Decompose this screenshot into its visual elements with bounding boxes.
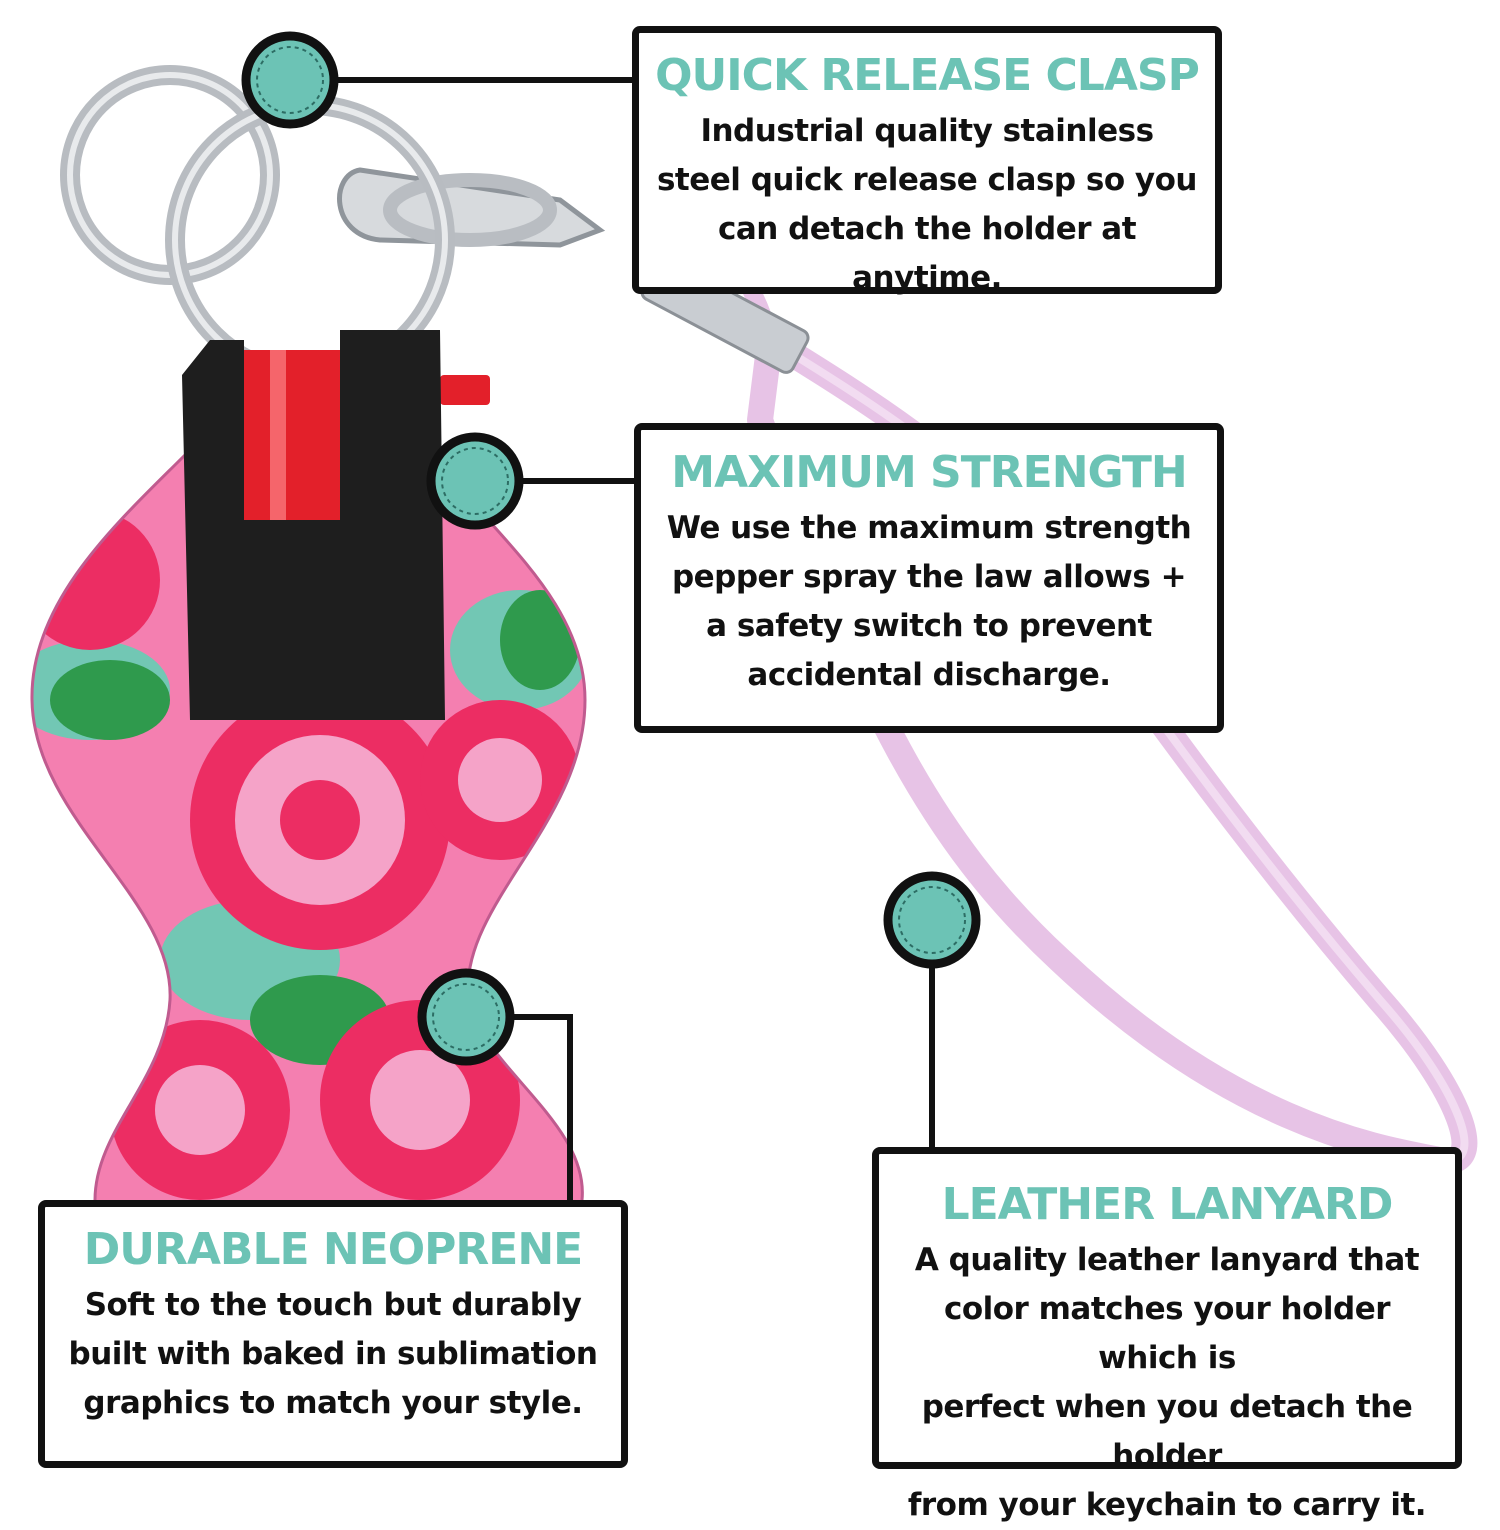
marker-dot-icon: [417, 968, 515, 1066]
callout-text-line: accidental discharge.: [747, 657, 1111, 693]
connector-lines: [336, 77, 935, 1203]
callout-durable-neoprene: DURABLE NEOPRENE Soft to the touch but d…: [38, 1200, 628, 1468]
clasp-icon: [337, 167, 606, 248]
callout-quick-release-clasp: QUICK RELEASE CLASP Industrial quality s…: [632, 26, 1222, 296]
callout-maximum-strength: MAXIMUM STRENGTH We use the maximum stre…: [634, 423, 1224, 733]
callout-text-line: from your keychain to carry it.: [907, 1487, 1427, 1523]
callout-text-line: perfect when you detach the holder: [921, 1389, 1413, 1474]
callout-text-line: color matches your holder which is: [943, 1291, 1391, 1376]
callout-text-line: Soft to the touch but durably: [84, 1287, 582, 1323]
callout-text-line: We use the maximum strength: [666, 510, 1192, 546]
marker-dot-icon: [241, 31, 339, 129]
marker-dot-icon: [426, 432, 524, 530]
callout-text-line: steel quick release clasp so you: [656, 162, 1198, 198]
callout-text-line: pepper spray the law allows +: [671, 559, 1187, 595]
marker-dot-icon: [883, 871, 981, 969]
callout-title: MAXIMUM STRENGTH: [671, 447, 1187, 498]
callout-leather-lanyard: LEATHER LANYARD A quality leather lanyar…: [872, 1147, 1462, 1523]
callout-title: DURABLE NEOPRENE: [83, 1224, 584, 1275]
callout-text-line: built with baked in sublimation: [68, 1336, 598, 1372]
callout-title: QUICK RELEASE CLASP: [655, 50, 1200, 101]
callout-text-line: a safety switch to prevent: [706, 608, 1152, 644]
pepper-spray-holder-icon: [182, 330, 490, 720]
callout-text-line: Industrial quality stainless: [700, 113, 1154, 149]
callout-text-line: graphics to match your style.: [83, 1385, 583, 1421]
callout-text-line: can detach the holder at anytime.: [717, 211, 1137, 296]
callout-title: LEATHER LANYARD: [941, 1179, 1394, 1230]
callout-text-line: A quality leather lanyard that: [914, 1242, 1420, 1278]
